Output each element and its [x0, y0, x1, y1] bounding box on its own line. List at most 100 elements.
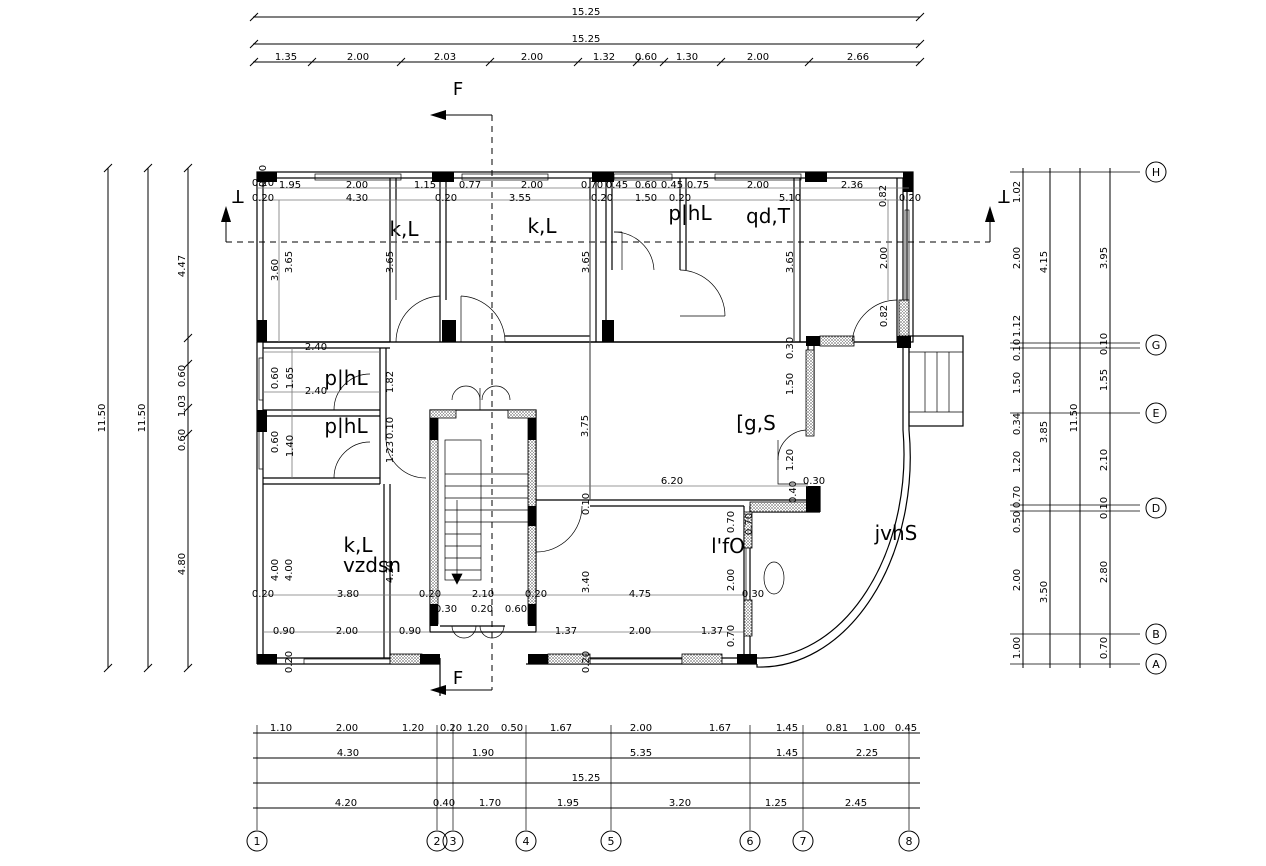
left-dim: 4.80 — [177, 553, 188, 575]
room-label-kitchen: l'fO — [711, 534, 745, 558]
int-dim: 2.00 — [747, 180, 769, 191]
room-label-top-left: k,L — [389, 217, 419, 241]
bottom-dim: 0.20 — [440, 723, 462, 734]
grid-label: G — [1152, 339, 1161, 352]
int-dim: 1.50 — [785, 373, 796, 395]
right-dim: 0.34 — [1012, 413, 1023, 435]
int-dim: 2.00 — [521, 180, 543, 191]
int-dim: 1.82 — [385, 371, 396, 393]
int-dim: 0.60 — [505, 604, 527, 615]
bottom-dim: 1.45 — [776, 748, 798, 759]
right-dim: 0.10 — [1012, 339, 1023, 361]
int-dim: 0.60 — [635, 180, 657, 191]
int-dim: 3.60 — [270, 259, 281, 281]
bottom-dim: 1.45 — [776, 723, 798, 734]
right-dim: 1.02 — [1012, 181, 1023, 203]
room-label-top-right: qd,T — [746, 204, 791, 228]
int-dim: 2.40 — [305, 342, 327, 353]
int-dim: 1.95 — [279, 180, 301, 191]
room-labels: k,L k,L p|hL qd,T p|hL p|hL [g,S k,L vzd… — [324, 201, 917, 577]
int-dim: 0.30 — [435, 604, 457, 615]
section-mark-t-right: T — [998, 185, 1011, 206]
section-mark-t-left: T — [232, 185, 245, 206]
int-dim: 3.80 — [337, 589, 359, 600]
left-overall-dimension-2: 11.50 — [137, 404, 148, 433]
vertical-grid-bubbles: 1 2 3 4 5 6 7 8 — [246, 830, 920, 852]
right-inner-dim: 0.10 — [1099, 497, 1110, 519]
room-label-bottom-left-1: k,L — [343, 533, 373, 557]
bottom-dim: 5.35 — [630, 748, 652, 759]
int-dim: 0.20 — [419, 589, 441, 600]
bottom-dimension-lines: 1.10 2.00 1.20 0.20 1.20 0.50 1.67 2.00 … — [253, 723, 920, 830]
int-dim: 2.00 — [629, 626, 651, 637]
bottom-dim: 2.25 — [856, 748, 878, 759]
grid-label: A — [1152, 658, 1160, 671]
bottom-dim: 1.20 — [402, 723, 424, 734]
int-dim: 0.70 — [726, 511, 737, 533]
bottom-dim: 1.95 — [557, 798, 579, 809]
bottom-dim: 4.30 — [337, 748, 359, 759]
int-dim: 4.30 — [385, 561, 396, 583]
int-dim: 0.70 — [581, 180, 603, 191]
right-dim: 2.00 — [1012, 247, 1023, 269]
int-dim: 0.82 — [879, 305, 890, 327]
int-dim: 0.90 — [399, 626, 421, 637]
room-label-hall: [g,S — [736, 411, 776, 435]
int-dim: 4.30 — [346, 193, 368, 204]
int-dim: 2.00 — [726, 569, 737, 591]
int-dim: 0.30 — [803, 476, 825, 487]
int-dim: 1.37 — [701, 626, 723, 637]
right-dim: 2.00 — [1012, 569, 1023, 591]
int-dim: 0.45 — [661, 180, 683, 191]
int-dim: 0.60 — [270, 431, 281, 453]
right-dim: 0.50 — [1012, 511, 1023, 533]
int-dim: 2.40 — [305, 386, 327, 397]
int-dim: 0.70 — [726, 625, 737, 647]
int-dim: 2.00 — [879, 247, 890, 269]
top-dim: 2.03 — [434, 52, 456, 63]
int-dim: 2.10 — [472, 589, 494, 600]
int-dim: 0.30 — [785, 337, 796, 359]
doors — [333, 231, 898, 639]
int-dim: 0.70 — [744, 513, 755, 535]
int-dim: 0.40 — [788, 481, 799, 503]
top-dim: 1.35 — [275, 52, 297, 63]
int-dim: 0.77 — [459, 180, 481, 191]
right-dim: 1.12 — [1012, 315, 1023, 337]
top-dim: 0.60 — [635, 52, 657, 63]
grid-label: 3 — [450, 835, 457, 848]
int-dim: 0.20 — [669, 193, 691, 204]
windows — [258, 173, 910, 665]
int-dim: 1.37 — [555, 626, 577, 637]
bottom-dim: 0.40 — [433, 798, 455, 809]
int-dim: 1.20 — [785, 449, 796, 471]
right-mid-dim: 4.15 — [1039, 251, 1050, 273]
top-dim: 2.66 — [847, 52, 869, 63]
int-dim: 5.10 — [779, 193, 801, 204]
room-label-bath-2: p|hL — [324, 414, 368, 438]
int-dim: 0.82 — [878, 185, 889, 207]
int-dim: 0.20 — [471, 604, 493, 615]
left-dim: 0.60 — [177, 365, 188, 387]
bottom-dim: 1.90 — [472, 748, 494, 759]
bottom-dim: 1.67 — [709, 723, 731, 734]
bottom-dim: 1.67 — [550, 723, 572, 734]
right-dimension-lines: 1.02 2.00 1.12 0.10 1.50 0.34 1.20 0.70 … — [1010, 168, 1140, 668]
right-dim: 1.20 — [1012, 451, 1023, 473]
int-dim: 3.75 — [580, 415, 591, 437]
top-overall-dimension-1: 15.25 — [572, 7, 601, 18]
top-dim: 1.30 — [676, 52, 698, 63]
grid-label: 8 — [906, 835, 913, 848]
interior-dimensions: 0.20 1.95 2.00 1.15 0.77 2.00 0.70 0.45 … — [252, 165, 921, 673]
right-inner-dim: 2.10 — [1099, 449, 1110, 471]
room-label-terrace: jvhS — [874, 521, 918, 545]
grid-label: 4 — [523, 835, 530, 848]
bottom-overall-dim: 15.25 — [572, 773, 601, 784]
int-dim: 1.23 — [385, 441, 396, 463]
left-dim: 4.47 — [177, 255, 188, 277]
right-overall-dimension: 11.50 — [1069, 404, 1080, 433]
right-dim: 0.70 — [1012, 486, 1023, 508]
int-dim: 3.65 — [385, 251, 396, 273]
grid-label: 5 — [608, 835, 615, 848]
bottom-dim: 2.00 — [630, 723, 652, 734]
